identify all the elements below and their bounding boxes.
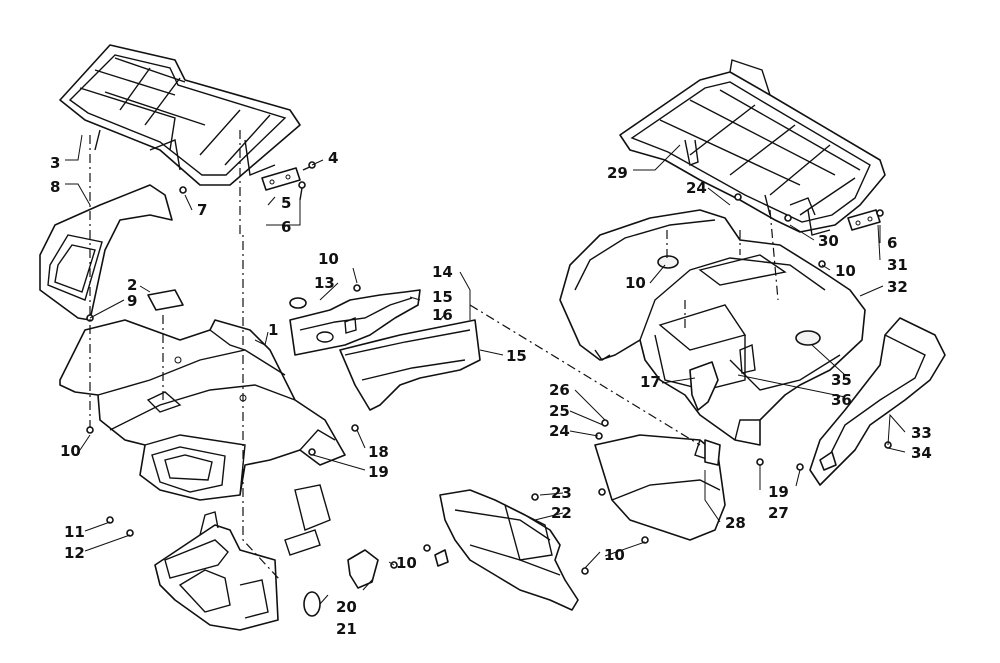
- label-10b: 10: [318, 250, 339, 268]
- label-20: 20: [336, 598, 357, 616]
- label-25: 25: [549, 402, 570, 420]
- label-14: 14: [432, 263, 453, 281]
- label-21: 21: [336, 620, 357, 638]
- label-31: 31: [887, 256, 908, 274]
- label-18: 18: [368, 443, 389, 461]
- label-13: 13: [314, 274, 335, 292]
- label-17: 17: [640, 373, 661, 391]
- splash-panel-22: [439, 489, 579, 611]
- label-16: 16: [432, 306, 453, 324]
- label-12: 12: [64, 544, 85, 562]
- label-2: 2: [127, 276, 137, 294]
- label-15b: 15: [506, 347, 527, 365]
- ring-21: [303, 591, 321, 617]
- side-panel-16: [339, 319, 481, 411]
- emblem-2: [147, 289, 184, 311]
- label-24b: 24: [549, 422, 570, 440]
- frame-section: [154, 484, 331, 631]
- alignment-lines: [89, 130, 779, 581]
- side-panel-13: [289, 289, 421, 356]
- label-11: 11: [64, 523, 85, 541]
- label-10c: 10: [396, 554, 417, 572]
- label-36: 36: [831, 391, 852, 409]
- label-27: 27: [768, 504, 789, 522]
- label-6a: 6: [281, 218, 291, 236]
- part-labels: 1 2 3 4 5 6 6 7 8 9 10 10 10 10 10 10 11…: [50, 149, 932, 638]
- label-34: 34: [911, 444, 932, 462]
- clip-small: [434, 549, 449, 567]
- label-9: 9: [127, 292, 137, 310]
- label-4: 4: [328, 149, 338, 167]
- label-10d: 10: [604, 546, 625, 564]
- bracket-20: [347, 549, 379, 589]
- mud-flap-28: [594, 434, 726, 541]
- label-10a: 10: [60, 442, 81, 460]
- label-30: 30: [818, 232, 839, 250]
- rack-bracket-31: [847, 209, 881, 231]
- grommet-13: [289, 297, 307, 309]
- label-19a: 19: [368, 463, 389, 481]
- label-24a: 24: [686, 179, 707, 197]
- label-22: 22: [551, 504, 572, 522]
- rear-rack: [619, 59, 886, 236]
- front-fender: [59, 319, 346, 501]
- label-26: 26: [549, 381, 570, 399]
- front-rack: [59, 44, 301, 186]
- label-19b: 19: [768, 483, 789, 501]
- rear-fender-flare: [809, 317, 946, 486]
- label-23: 23: [551, 484, 572, 502]
- label-8: 8: [50, 178, 60, 196]
- rack-bracket-5: [261, 161, 316, 201]
- bracket-17: [689, 361, 719, 411]
- label-33: 33: [911, 424, 932, 442]
- label-29: 29: [607, 164, 628, 182]
- label-10f: 10: [835, 262, 856, 280]
- label-7: 7: [197, 201, 207, 219]
- label-5: 5: [281, 194, 291, 212]
- label-28: 28: [725, 514, 746, 532]
- front-fender-piece-8: [39, 184, 173, 321]
- label-1: 1: [268, 321, 278, 339]
- label-6b: 6: [887, 234, 897, 252]
- label-32: 32: [887, 278, 908, 296]
- leader-lines: [65, 134, 906, 605]
- label-35: 35: [831, 371, 852, 389]
- label-10e: 10: [625, 274, 646, 292]
- label-15a: 15: [432, 288, 453, 306]
- rear-fender: [559, 209, 866, 446]
- label-3: 3: [50, 154, 60, 172]
